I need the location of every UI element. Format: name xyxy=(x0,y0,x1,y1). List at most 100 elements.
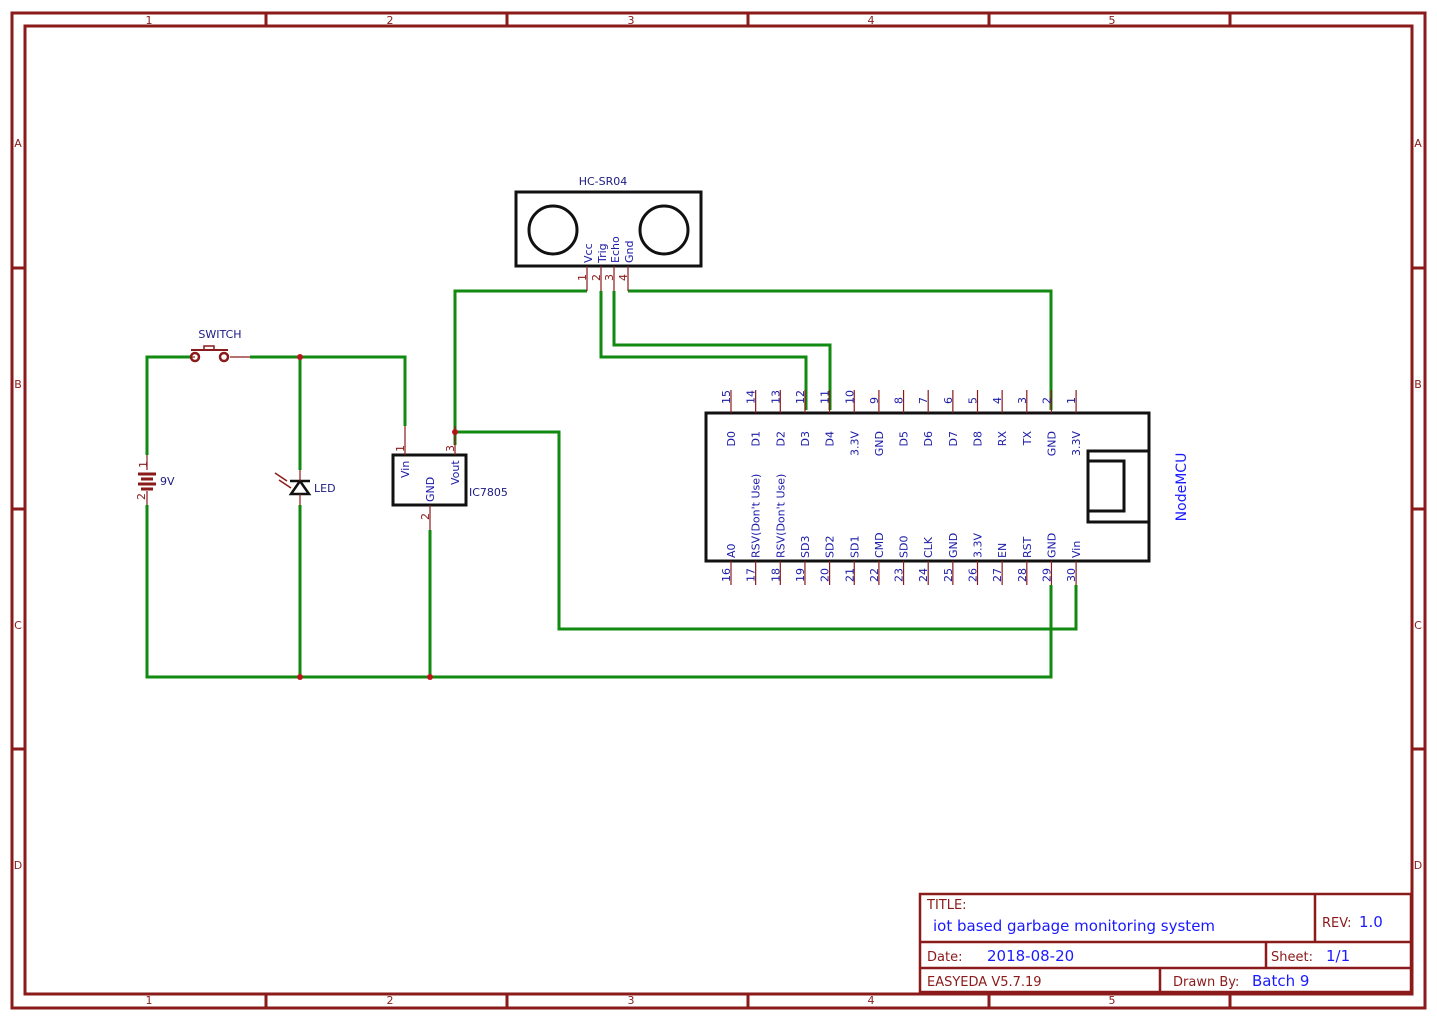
column-label-bottom-1: 1 xyxy=(146,994,153,1007)
nodemcu-bottom-pin-name: SD3 xyxy=(799,536,812,558)
nodemcu-bottom-pin-name: SD0 xyxy=(898,536,911,558)
wires xyxy=(145,289,1078,679)
nodemcu-bottom-pin-name: 3.3V xyxy=(972,533,985,558)
nodemcu-top-pin-number: 9 xyxy=(868,397,881,404)
regulator-pin-number-vin: 1 xyxy=(394,445,407,452)
wire-trig-to-d3 xyxy=(599,291,808,410)
nodemcu-top-pin-number: 8 xyxy=(893,397,906,404)
led-ray xyxy=(274,472,288,482)
sheet-label: Sheet: xyxy=(1271,950,1313,965)
nodemcu-bottom-pin-name: GND xyxy=(947,533,960,558)
rev-label: REV: xyxy=(1322,916,1351,931)
nodemcu-top-pin-number: 7 xyxy=(917,397,930,404)
column-label-top-2: 2 xyxy=(387,14,394,27)
sheet-value: 1/1 xyxy=(1326,947,1350,965)
nodemcu-top-pins: 15D014D113D212D311D4103.3V9GND8D57D66D75… xyxy=(720,390,1083,456)
nodemcu-bottom-pin-name: SD1 xyxy=(848,536,861,558)
nodemcu-top-pin-name: 3.3V xyxy=(848,431,861,456)
nodemcu-top-pin-name: D1 xyxy=(750,431,763,446)
battery-pin-number-top: 1 xyxy=(137,461,150,468)
column-label-bottom-3: 3 xyxy=(628,994,635,1007)
sensor-pin-name: Gnd xyxy=(623,241,636,263)
column-label-bottom-4: 4 xyxy=(868,994,875,1007)
switch-contact-left xyxy=(189,351,201,363)
wire-ground-bus xyxy=(145,505,1053,679)
title-label: TITLE: xyxy=(926,898,967,913)
nodemcu-bottom-pin-name: GND xyxy=(1045,533,1058,558)
sheet-frame: 1 2 3 4 5 1 2 3 4 5 A B C D A B C D xyxy=(10,11,1427,1010)
nodemcu-bottom-pin-name: SD2 xyxy=(824,536,837,558)
nodemcu-bottom-pin-number: 23 xyxy=(893,568,906,582)
tool-version: EASYEDA V5.7.19 xyxy=(927,975,1042,990)
nodemcu-top-pin-name: RX xyxy=(996,431,1009,447)
row-label-left-b: B xyxy=(14,378,22,391)
battery-9v: 1 2 9V xyxy=(135,455,175,505)
title-block: TITLE: iot based garbage monitoring syst… xyxy=(918,892,1413,994)
nodemcu-top-pin-number: 6 xyxy=(942,397,955,404)
row-label-right-a: A xyxy=(1414,137,1422,150)
nodemcu-top-pin-number: 1 xyxy=(1065,397,1078,404)
nodemcu-bottom-pin-name: A0 xyxy=(725,543,738,558)
sensor-pin-number: 4 xyxy=(617,274,630,281)
wire-battery-to-switch xyxy=(145,355,190,455)
column-label-top-1: 1 xyxy=(146,14,153,27)
junction-dot xyxy=(297,354,303,360)
column-label-top-5: 5 xyxy=(1109,14,1116,27)
sensor-pin-number: 1 xyxy=(576,274,589,281)
wire-vout-to-sensor-vcc xyxy=(453,289,587,445)
nodemcu-top-pin-name: D4 xyxy=(824,431,837,446)
regulator-pin-number-gnd: 2 xyxy=(419,513,432,520)
wire-sensor-gnd-to-mcu-gnd xyxy=(628,289,1053,410)
sensor-transducer-right xyxy=(638,204,690,256)
nodemcu-bottom-pin-name: CLK xyxy=(922,536,935,558)
battery-pin-number-bottom: 2 xyxy=(135,493,148,500)
column-label-top-3: 3 xyxy=(628,14,635,27)
nodemcu-bottom-pin-number: 18 xyxy=(769,568,782,582)
regulator-pin-name-vout: Vout xyxy=(449,460,462,485)
led-component: LED xyxy=(274,470,336,505)
nodemcu-bottom-pin-name: EN xyxy=(996,543,1009,558)
junction-dot xyxy=(297,674,303,680)
switch-button xyxy=(203,345,215,350)
nodemcu-bottom-pin-number: 24 xyxy=(917,568,930,582)
nodemcu-bottom-pin-number: 20 xyxy=(819,568,832,582)
sensor-body xyxy=(514,190,703,268)
nodemcu-top-pin-number: 4 xyxy=(991,397,1004,404)
nodemcu-bottom-pin-number: 29 xyxy=(1040,568,1053,582)
row-label-left-d: D xyxy=(14,859,22,872)
wire-echo-to-d4 xyxy=(612,291,832,410)
led-label: LED xyxy=(314,482,336,495)
column-label-bottom-2: 2 xyxy=(387,994,394,1007)
junctions xyxy=(297,354,458,680)
sensor-transducer-left xyxy=(527,204,579,256)
nodemcu-top-pin-name: D0 xyxy=(725,431,738,446)
nodemcu-bottom-pin-number: 16 xyxy=(720,568,733,582)
nodemcu-module: NodeMCU 15D014D113D212D311D4103.3V9GND8D… xyxy=(704,390,1190,585)
nodemcu-bottom-pin-name: CMD xyxy=(873,532,886,558)
nodemcu-top-pin-number: 11 xyxy=(819,390,832,404)
nodemcu-top-pin-name: D3 xyxy=(799,431,812,446)
sensor-pin-name: Echo xyxy=(609,236,622,263)
nodemcu-bottom-pin-number: 22 xyxy=(868,568,881,582)
drawn-by-value: Batch 9 xyxy=(1252,972,1309,990)
nodemcu-bottom-pin-name: RSV(Don't Use) xyxy=(750,474,763,558)
led-triangle xyxy=(288,478,312,496)
regulator-pin-number-vout: 3 xyxy=(444,445,457,452)
nodemcu-bottom-pin-name: RST xyxy=(1021,536,1034,558)
junction-dot xyxy=(427,674,433,680)
nodemcu-top-pin-number: 14 xyxy=(745,390,758,404)
switch-label: SWITCH xyxy=(198,328,241,341)
nodemcu-top-pin-number: 15 xyxy=(720,390,733,404)
nodemcu-top-pin-number: 3 xyxy=(1016,397,1029,404)
row-label-right-c: C xyxy=(1414,619,1422,632)
sensor-label: HC-SR04 xyxy=(579,175,628,188)
ic7805-regulator: 1 3 2 Vin Vout GND IC7805 xyxy=(391,426,508,530)
nodemcu-top-pin-number: 13 xyxy=(769,390,782,404)
switch-contact-right xyxy=(218,351,230,363)
battery-label: 9V xyxy=(160,475,175,488)
rev-value: 1.0 xyxy=(1359,913,1383,931)
nodemcu-top-pin-name: D6 xyxy=(922,431,935,446)
row-label-left-a: A xyxy=(14,137,22,150)
